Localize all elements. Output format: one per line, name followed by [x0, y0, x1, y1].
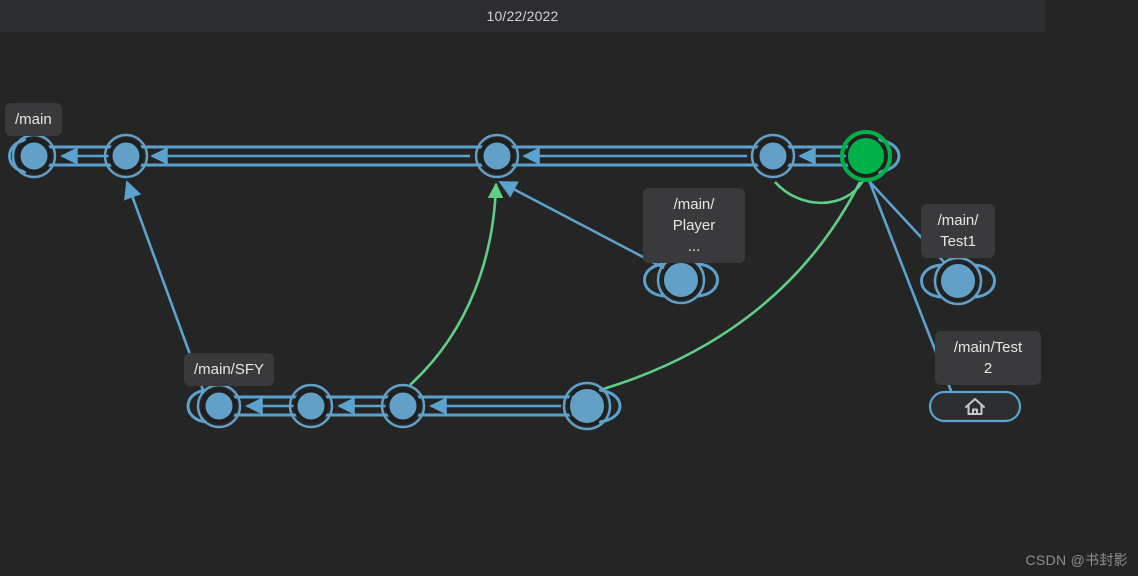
- edge-n-f-to-n-e[interactable]: [403, 395, 587, 417]
- edge-n-b-to-n-a[interactable]: [126, 145, 497, 167]
- home-icon: [965, 398, 985, 415]
- node-test1[interactable]: [933, 256, 983, 306]
- node-sfy[interactable]: [196, 383, 242, 429]
- self-loop-n-sfy[interactable]: [186, 388, 207, 424]
- edge-layer: [34, 145, 955, 417]
- node-b[interactable]: [474, 133, 520, 179]
- node-label-main: /main: [5, 103, 62, 136]
- node-test2-home[interactable]: [928, 390, 1022, 423]
- node-layer: [11, 130, 1022, 431]
- self-loop-n-test1-right[interactable]: [974, 263, 996, 299]
- node-label-sfy: /main/SFY: [184, 353, 275, 386]
- node-a[interactable]: [103, 133, 149, 179]
- self-loop-n-test1-left[interactable]: [920, 263, 942, 299]
- edge-n-c-to-n-b[interactable]: [497, 145, 773, 167]
- self-loop-n-player-right[interactable]: [697, 262, 719, 298]
- edge-n-f-to-n-active-green[interactable]: [599, 181, 862, 392]
- page-title: 10/22/2022: [486, 8, 559, 24]
- node-main[interactable]: [11, 133, 57, 179]
- node-f[interactable]: [562, 381, 612, 431]
- node-c[interactable]: [750, 133, 796, 179]
- header-bar: 10/22/2022: [0, 0, 1045, 32]
- edge-n-active-to-n-c-green[interactable]: [774, 180, 865, 205]
- node-label-player: /main/ Player ...: [643, 188, 745, 263]
- self-loop-n-player-left[interactable]: [643, 262, 665, 298]
- self-loop-n-f[interactable]: [598, 388, 622, 424]
- edge-n-e-to-n-b-green[interactable]: [409, 182, 504, 386]
- node-e[interactable]: [380, 383, 426, 429]
- node-d[interactable]: [288, 383, 334, 429]
- watermark: CSDN @书封影: [1025, 552, 1128, 568]
- node-active-current[interactable]: [840, 130, 892, 182]
- node-label-test2: /main/Test 2: [935, 331, 1041, 385]
- node-label-test1: /main/ Test1: [921, 204, 995, 258]
- edge-n-player-to-n-b[interactable]: [498, 180, 665, 270]
- node-player[interactable]: [656, 255, 706, 305]
